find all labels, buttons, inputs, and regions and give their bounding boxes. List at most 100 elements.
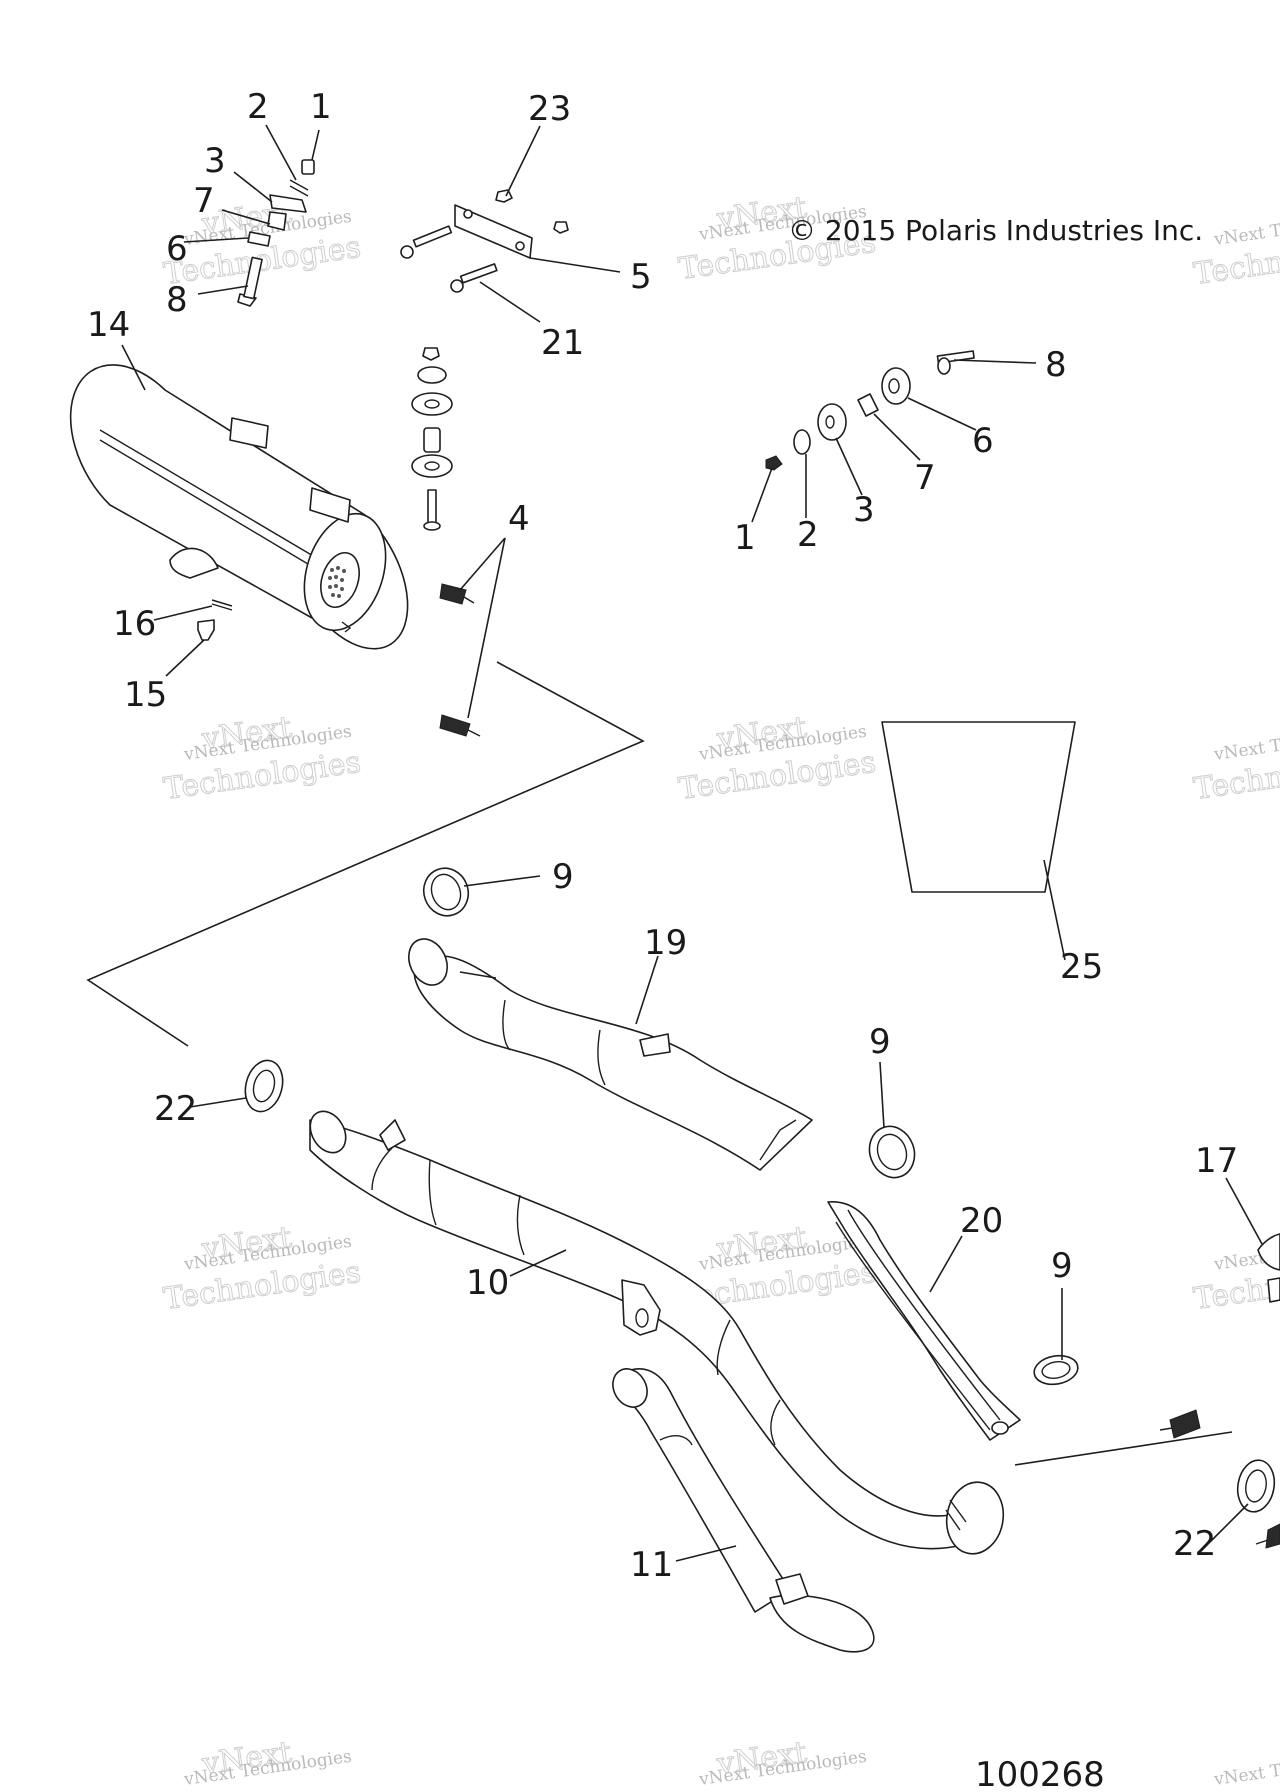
callout-2: 2 [247,87,269,127]
figure-number: 100268 [975,1755,1105,1792]
bolt-part [243,256,263,300]
pipe-elbow [769,1594,875,1653]
callout-6: 6 [166,229,188,269]
grommet-part [881,367,911,405]
washer-part [793,429,811,455]
pipe-spring-hook [379,1119,406,1151]
muffler-perforations [328,566,346,598]
callout-8: 8 [166,280,188,320]
watermark-text: vNext Technologies [1212,1747,1280,1790]
hardware-stack-right [765,350,975,471]
muffler-mount-tab [229,417,269,449]
bolt-part [459,263,498,284]
mount-bracket [400,189,569,293]
callout-6-right: 6 [972,421,994,461]
callout-7: 7 [193,181,215,221]
grommet-part [411,392,453,416]
spring-part [1265,1523,1280,1549]
callout-3: 3 [204,141,226,181]
gasket-part [1236,1459,1276,1513]
callout-4: 4 [508,499,530,539]
mid-pipe [612,1368,875,1653]
nut-part [495,189,513,203]
nut-part [553,221,569,234]
clamp-part [1257,1233,1280,1271]
callout-9-middle: 9 [869,1022,891,1062]
clamp-part [1033,1354,1079,1386]
muffler-mount-tab [309,487,351,523]
watermark-text: vNext Technologies [1212,722,1280,765]
bolt-part [412,225,453,248]
bolt-part [427,489,437,525]
muffler-inlet [169,547,219,579]
exhaust-gaskets [244,1059,1276,1513]
washer-part [417,366,447,384]
heat-shield-lower [827,1201,1021,1441]
callout-5: 5 [630,257,652,297]
muffler [69,364,409,650]
spring-part [439,583,467,605]
heat-shield-outline [881,721,1076,893]
callout-17: 17 [1195,1141,1238,1181]
pin-part [211,599,233,607]
spacer-part [267,211,287,231]
head-pipe-main [309,1110,1005,1555]
bolt-head [450,279,464,293]
hardware-stack-left [237,159,315,307]
callout-25: 25 [1060,947,1103,987]
muffler-small-hardware [197,599,233,641]
nut-part [301,159,315,175]
callout-19: 19 [644,923,687,963]
grommet-part [411,454,453,478]
spacer-part [857,393,879,417]
callout-22-right: 22 [1173,1524,1216,1564]
right-edge-hardware [1159,1233,1280,1549]
callout-11: 11 [630,1545,673,1585]
callout-7-right: 7 [914,458,936,498]
watermark-group: vNext vNext Technologies Technologies vN… [161,190,1280,1791]
callout-23: 23 [528,89,571,129]
clamp-part [868,1125,916,1179]
spacer-part [423,427,441,453]
pipe-body [309,1119,963,1550]
plug-part [197,619,215,641]
watermark-text: vNext Technologies [1212,207,1280,250]
callout-3-right: 3 [853,490,875,530]
callout-15: 15 [124,675,167,715]
washer-part [289,185,309,197]
callout-16: 16 [113,604,156,644]
pipe-bracket [621,1279,661,1336]
heat-shield-body [413,955,813,1171]
grommet-part [817,403,847,441]
clamp-part [422,867,470,917]
callout-14: 14 [87,305,130,345]
vertical-mount-stack [411,347,453,531]
callout-1-right: 1 [734,518,756,558]
washer-part [289,179,309,191]
spring-part [1169,1409,1201,1439]
callout-9-lower: 9 [1051,1246,1073,1286]
callout-8-right: 8 [1045,345,1067,385]
grommet-part [269,194,307,213]
bolt-head [937,357,951,375]
gasket-part [244,1059,284,1113]
callout-22-left: 22 [154,1089,197,1129]
bushing-part [247,231,271,247]
callout-2-right: 2 [797,515,819,555]
bolt-head [400,245,414,259]
callout-20: 20 [960,1201,1003,1241]
callout-10: 10 [466,1263,509,1303]
exhaust-springs [439,583,481,737]
callout-9-top: 9 [552,857,574,897]
callout-numbers: 1 2 3 7 6 8 23 5 21 14 4 16 15 8 6 7 3 2… [87,87,1238,1585]
callout-1: 1 [310,87,332,127]
copyright-notice: © 2015 Polaris Industries Inc. [788,214,1203,247]
callout-21: 21 [541,323,584,363]
nut-part [422,347,440,361]
group-boundary-lines [86,661,1233,1466]
bolt-head [423,521,441,531]
heat-shield-upper [407,938,813,1171]
nut-part [765,455,783,471]
leader-lines [121,124,1263,1562]
